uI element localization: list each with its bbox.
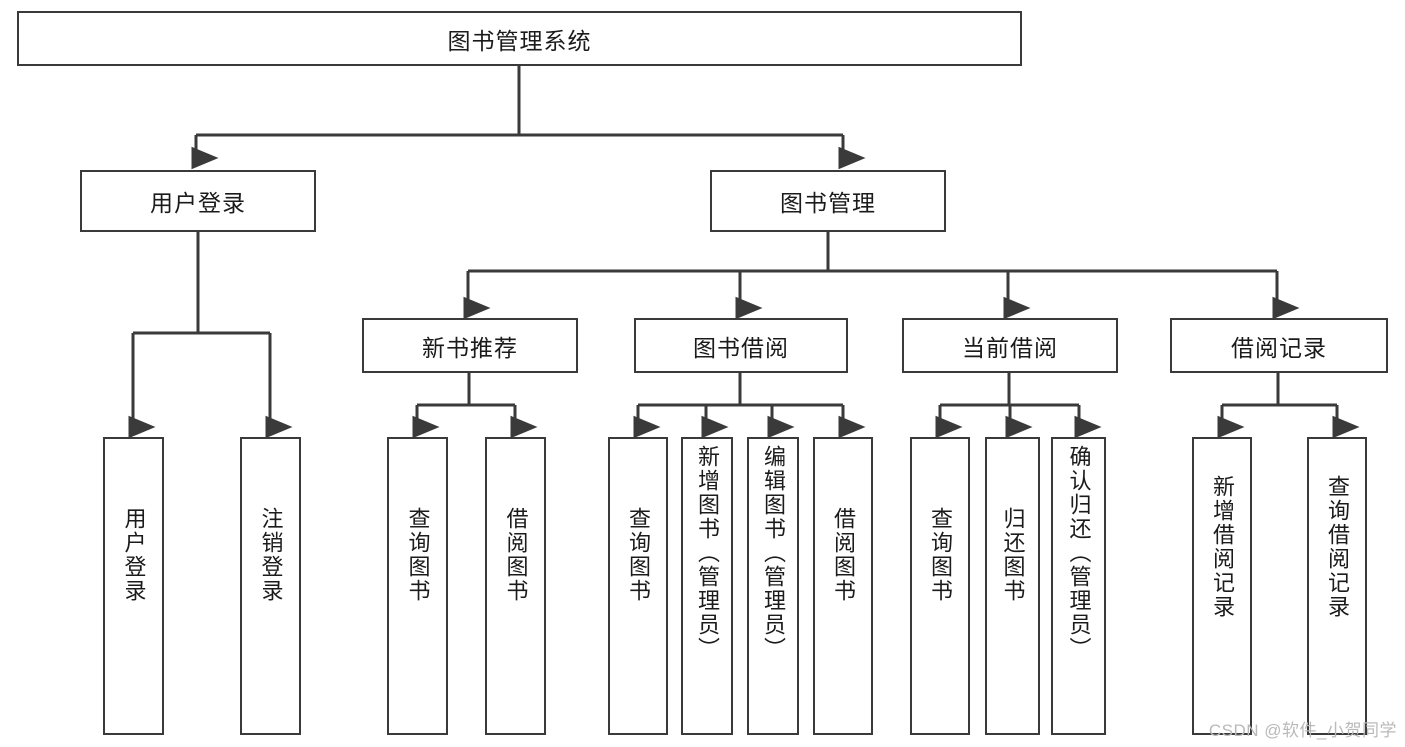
leaf-return-book[interactable]: 归还图书 <box>985 437 1040 735</box>
leaf-add-book[interactable]: 新增图书（管理员） <box>681 437 733 735</box>
leaf-user-login[interactable]: 用户登录 <box>103 437 164 735</box>
leaf-user-logout[interactable]: 注销登录 <box>240 437 301 735</box>
leaf-borrow-book-recommend[interactable]: 借阅图书 <box>485 437 546 735</box>
leaf-borrow-book-recommend-label: 借阅图书 <box>503 507 529 603</box>
leaf-add-borrow-record[interactable]: 新增借阅记录 <box>1192 437 1252 735</box>
leaf-borrow-book-label: 借阅图书 <box>830 507 856 603</box>
node-current-borrow[interactable]: 当前借阅 <box>902 318 1118 373</box>
node-root-label: 图书管理系统 <box>447 27 592 54</box>
node-user-login[interactable]: 用户登录 <box>80 170 316 232</box>
node-borrow-records-label: 借阅记录 <box>1231 334 1327 361</box>
leaf-query-book-recommend-label: 查询图书 <box>405 507 431 603</box>
node-book-borrow[interactable]: 图书借阅 <box>634 318 848 373</box>
leaf-return-book-label: 归还图书 <box>1000 507 1026 603</box>
node-book-management[interactable]: 图书管理 <box>710 170 946 232</box>
leaf-add-borrow-record-label: 新增借阅记录 <box>1209 475 1235 619</box>
leaf-edit-book-label: 编辑图书（管理员） <box>760 445 786 661</box>
node-book-management-label: 图书管理 <box>780 190 876 216</box>
leaf-query-book-current[interactable]: 查询图书 <box>910 437 970 735</box>
node-user-login-label: 用户登录 <box>150 190 246 216</box>
leaf-confirm-return-label: 确认归还（管理员） <box>1066 445 1092 661</box>
node-borrow-records[interactable]: 借阅记录 <box>1170 318 1388 373</box>
watermark-text: CSDN @软件_小贺同学 <box>1208 721 1397 740</box>
leaf-query-book-borrow-label: 查询图书 <box>625 507 651 603</box>
leaf-user-logout-label: 注销登录 <box>258 507 284 603</box>
node-root[interactable]: 图书管理系统 <box>17 11 1022 66</box>
leaf-confirm-return[interactable]: 确认归还（管理员） <box>1051 437 1106 735</box>
leaf-query-borrow-record-label: 查询借阅记录 <box>1324 475 1350 619</box>
node-new-book-recommend-label: 新书推荐 <box>422 334 518 361</box>
leaf-edit-book[interactable]: 编辑图书（管理员） <box>747 437 799 735</box>
leaf-add-book-label: 新增图书（管理员） <box>694 445 720 661</box>
node-book-borrow-label: 图书借阅 <box>693 334 789 361</box>
node-current-borrow-label: 当前借阅 <box>962 334 1058 361</box>
leaf-user-login-label: 用户登录 <box>121 507 147 603</box>
leaf-query-book-current-label: 查询图书 <box>927 507 953 603</box>
leaf-query-borrow-record[interactable]: 查询借阅记录 <box>1307 437 1367 735</box>
leaf-query-book-recommend[interactable]: 查询图书 <box>387 437 448 735</box>
leaf-borrow-book[interactable]: 借阅图书 <box>813 437 873 735</box>
leaf-query-book-borrow[interactable]: 查询图书 <box>608 437 668 735</box>
node-new-book-recommend[interactable]: 新书推荐 <box>362 318 578 373</box>
